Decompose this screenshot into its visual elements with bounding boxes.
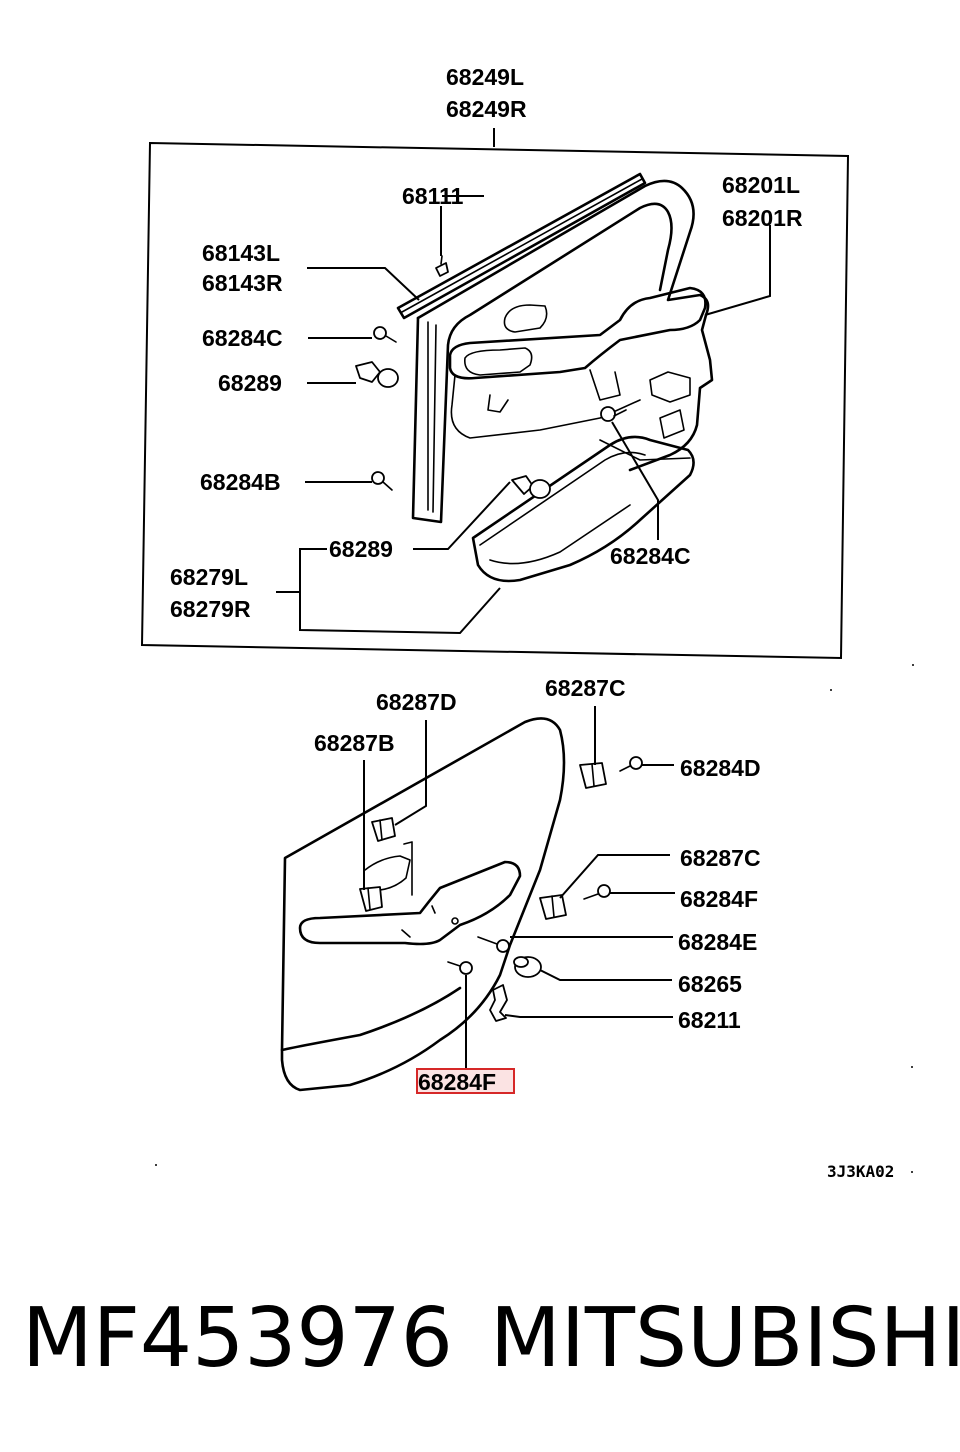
upper-labels: 68249L 68249R 68111 68201L 68201R 68143L… [170,64,803,622]
label-68279L: 68279L [170,564,248,590]
upper-leaders [276,195,771,635]
screw-68284F-a [583,884,611,900]
label-68284C-upper-left: 68284C [202,325,283,351]
label-68143L: 68143L [202,240,280,266]
upper-diagram [140,128,850,660]
clip-68289-b [511,475,551,499]
footer-brand: MITSUBISHI [490,1291,960,1386]
label-68201R: 68201R [722,205,803,231]
label-68287C-mid: 68287C [680,845,761,871]
clip-68287D [371,817,396,842]
door-pocket [471,435,695,583]
label-68284E: 68284E [678,929,757,955]
lower-labels: 68287D 68287C 68287B 68284D 68287C 68284… [314,675,761,1095]
screw-68284B [371,471,393,491]
footer: MF453976 MITSUBISHI [22,1291,960,1386]
screw-68284F-highlight [447,961,473,975]
label-68249L: 68249L [446,64,524,90]
label-68249R: 68249R [446,96,527,122]
screw-68284D [619,756,643,772]
label-68111: 68111 [402,183,464,209]
scan-specks [155,664,914,1173]
drawing-code: 3J3KA02 [827,1162,894,1181]
label-68201L: 68201L [722,172,800,198]
label-68287D: 68287D [376,689,457,715]
label-68265: 68265 [678,971,742,997]
weatherstrip [396,172,647,320]
label-68284F-highlighted[interactable]: 68284F [418,1069,496,1095]
door-panel-inner [280,717,566,1092]
bracket-68211 [489,984,508,1022]
highlighted-part-callout[interactable]: 68284F [416,1068,515,1095]
label-68143R: 68143R [202,270,283,296]
highlight-box [416,1068,515,1094]
screw-68284E [477,936,510,953]
label-68284F: 68284F [680,886,758,912]
label-68287B: 68287B [314,730,395,756]
label-68284C-upper-right: 68284C [610,543,691,569]
screw-68284C-a [373,326,397,343]
screw-68284C-b [600,406,627,422]
clip-68287B [359,886,383,912]
label-68211: 68211 [678,1007,741,1033]
clip-68289-a [355,361,399,388]
footer-part-number: MF453976 [22,1291,453,1386]
label-68289-upper-left: 68289 [218,370,282,396]
clip-68287C-b [539,894,567,920]
label-68279R: 68279R [170,596,251,622]
clip-68287C-a [579,762,607,789]
door-trim-panel [411,179,714,524]
label-68284D: 68284D [680,755,761,781]
lower-leaders [363,706,675,1068]
clip-68111 [435,255,449,277]
upper-frame [140,141,850,660]
label-68284B: 68284B [200,469,281,495]
lower-diagram [280,706,675,1092]
label-68287C-top: 68287C [545,675,626,701]
label-68289-upper-bottom: 68289 [329,536,393,562]
cap-68265 [513,956,542,978]
